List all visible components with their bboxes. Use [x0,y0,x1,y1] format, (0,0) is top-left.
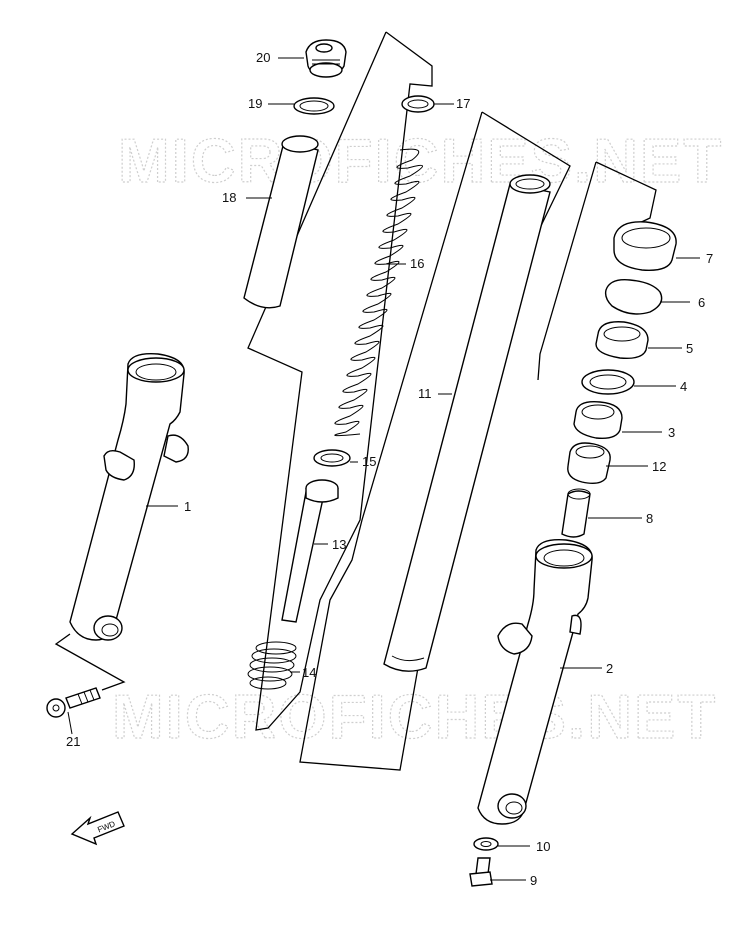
group-frame-bolt [54,633,126,691]
callout-2: 2 [606,661,613,676]
part-21-clamp-bolt [46,687,101,718]
part-12-slide-bush [567,442,611,485]
part-18-spacer [243,135,319,309]
fwd-arrow-icon: FWD [70,811,125,846]
leader-lines [67,57,700,881]
part-14-rebound-spring [247,641,297,690]
part-4-washer [581,369,635,395]
part-9-bolt [469,857,493,887]
callout-15: 15 [362,454,376,469]
callout-5: 5 [686,341,693,356]
part-10-gasket [473,837,499,851]
callout-19: 19 [248,96,262,111]
callout-21: 21 [66,734,80,749]
part-16-fork-spring [334,148,423,437]
part-6-stopper-ring [604,279,663,315]
part-13-damper-rod [281,479,339,623]
part-5-oil-seal [595,321,649,360]
callout-11: 11 [418,386,432,401]
part-11-inner-tube [383,174,551,672]
part-8-oil-lock-piece [561,488,591,538]
callout-6: 6 [698,295,705,310]
callout-3: 3 [668,425,675,440]
part-17-o-ring [401,95,435,113]
callout-12: 12 [652,459,666,474]
callout-14: 14 [302,665,316,680]
watermark-top: MICROFICHES.NET [118,127,723,196]
watermark-bottom: MICROFICHES.NET [112,683,717,752]
group-frame-right-side [537,161,597,381]
callout-9: 9 [530,873,537,888]
part-20-cap-bolt [305,39,347,78]
part-15-washer [313,449,351,467]
callout-1: 1 [184,499,191,514]
callout-7: 7 [706,251,713,266]
part-3-slide-bush [573,401,623,440]
group-frame-left [247,31,433,731]
callout-4: 4 [680,379,687,394]
part-1-outer-tube [69,353,189,641]
callout-10: 10 [536,839,550,854]
part-2-outer-tube [477,539,593,825]
callout-16: 16 [410,256,424,271]
callout-18: 18 [222,190,236,205]
callout-13: 13 [332,537,346,552]
part-7-dust-seal [613,221,677,271]
callout-20: 20 [256,50,270,65]
callout-8: 8 [646,511,653,526]
callout-17: 17 [456,96,470,111]
